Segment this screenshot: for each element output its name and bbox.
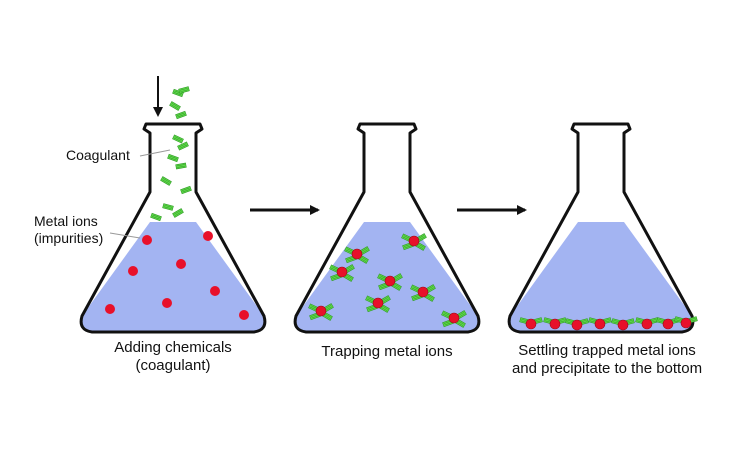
step-2-caption: Trapping metal ions bbox=[297, 343, 477, 361]
water-1 bbox=[81, 222, 265, 332]
flask-2 bbox=[293, 122, 481, 334]
flask-3 bbox=[507, 122, 697, 334]
coagulant-leader-line bbox=[139, 149, 171, 157]
flask-1 bbox=[79, 76, 267, 334]
metal-ions-leader-line bbox=[109, 232, 141, 239]
metal-ions-label-line1: Metal ions bbox=[34, 213, 98, 229]
metal-ions-label-line2: (impurities) bbox=[34, 230, 104, 246]
step-3-caption-line2: and precipitate to the bottom bbox=[511, 360, 703, 377]
step-1-caption-line2: (coagulant) bbox=[135, 357, 211, 374]
flask-icon bbox=[507, 122, 695, 334]
metal-ions bbox=[105, 231, 249, 320]
step-3-caption-line1: Settling trapped metal ions bbox=[518, 342, 696, 359]
water-3 bbox=[509, 222, 693, 332]
step-3-caption: Settling trapped metal ions and precipit… bbox=[488, 342, 726, 378]
step-1-caption-line1: Adding chemicals bbox=[114, 339, 232, 356]
flask-icon bbox=[293, 122, 481, 334]
metal-ions-label: Metal ions (impurities) bbox=[34, 213, 103, 247]
coagulant-label: Coagulant bbox=[66, 147, 130, 163]
step-1-caption: Adding chemicals (coagulant) bbox=[88, 339, 258, 375]
coagulant-particles bbox=[150, 86, 192, 222]
flask-icon bbox=[79, 122, 267, 334]
step-2-caption-line1: Trapping metal ions bbox=[321, 343, 453, 360]
